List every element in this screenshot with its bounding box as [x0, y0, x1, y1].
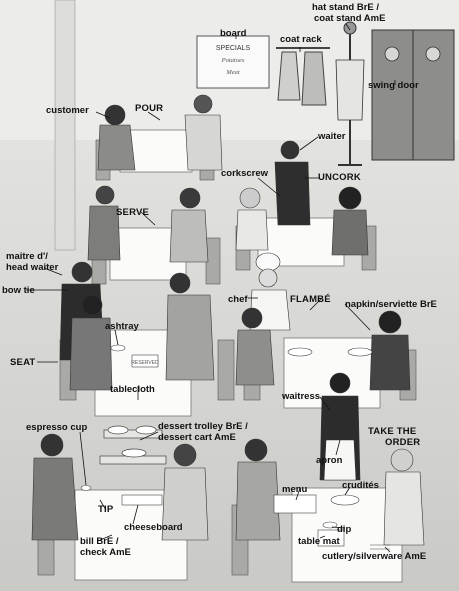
plate — [347, 347, 373, 357]
crudites-diner-figure — [383, 448, 425, 546]
menu-diner-figure — [235, 438, 281, 541]
reserved-sign — [131, 354, 159, 368]
cheeseboard-object — [121, 494, 163, 506]
label-swing-door: swing door — [368, 80, 419, 91]
label-waitress: waitress — [282, 391, 321, 402]
coat-stand — [335, 21, 365, 166]
plate — [287, 347, 313, 357]
table-items: RESERVED — [80, 344, 390, 550]
seated-woman-figure — [69, 294, 113, 391]
label-order: ORDER — [385, 437, 421, 448]
people — [31, 94, 425, 546]
label-dip: dip — [337, 524, 352, 535]
label-pour: POUR — [135, 103, 164, 114]
label-hat-stand: hat stand BrE / — [312, 2, 380, 13]
pillar — [54, 0, 76, 251]
label-flambe: FLAMBÉ — [290, 294, 331, 305]
espresso-cup-object — [80, 485, 92, 491]
standing-man-figure — [165, 272, 215, 381]
dip-bowl — [322, 521, 338, 529]
waitress-figure — [319, 372, 361, 481]
waiter-figure — [274, 140, 311, 226]
table-mat-object — [317, 529, 345, 547]
dessert-trolley — [99, 425, 167, 465]
board-line-3: Meat — [225, 69, 240, 76]
label-uncork: UNCORK — [318, 172, 361, 183]
label-menu: menu — [282, 484, 308, 495]
label-tip: TIP — [98, 504, 114, 515]
diner-figure-3 — [169, 187, 209, 263]
label-bow-tie: bow tie — [2, 285, 35, 296]
label-cutlery: cutlery/silverware AmE — [322, 551, 427, 562]
label-table-mat: table mat — [298, 536, 340, 547]
label-check: check AmE — [80, 547, 131, 558]
label-corkscrew: corkscrew — [221, 168, 269, 179]
coat-rack — [276, 47, 330, 106]
label-coat-rack: coat rack — [280, 34, 322, 45]
diner-figure-1 — [235, 187, 269, 251]
crudites-plate — [330, 494, 360, 506]
espresso-diner-figure — [31, 433, 79, 541]
board-line-1: SPECIALS — [216, 45, 251, 52]
label-cheeseboard: cheeseboard — [124, 522, 183, 533]
specials-board: SPECIALS Potatoes Meat — [196, 35, 270, 89]
reserved-sign-text: RESERVED — [131, 360, 159, 366]
label-head-waiter: head waiter — [6, 262, 59, 273]
label-board: board — [220, 28, 247, 39]
serving-waiter-figure — [87, 185, 121, 261]
label-customer: customer — [46, 105, 89, 116]
label-bill: bill BrE / — [80, 536, 119, 547]
label-maitre-d: maitre d'/ — [6, 251, 48, 262]
menu-object — [273, 494, 317, 514]
label-crudites: crudités — [342, 480, 379, 491]
label-apron: apron — [316, 455, 343, 466]
label-espresso-cup: espresso cup — [26, 422, 88, 433]
diner-figure-5 — [369, 310, 411, 391]
diner-figure-4 — [235, 307, 275, 386]
board-line-2: Potatoes — [221, 57, 245, 64]
label-dessert-cart: dessert cart AmE — [158, 432, 236, 443]
label-dessert-trolley: dessert trolley BrE / — [158, 421, 248, 432]
label-napkin: napkin/serviette BrE — [345, 299, 437, 310]
label-take-the: TAKE THE — [368, 426, 417, 437]
swing-door — [371, 29, 455, 161]
cheese-diner-figure — [161, 443, 209, 541]
label-serve: SERVE — [116, 207, 150, 218]
label-tablecloth: tablecloth — [110, 384, 155, 395]
label-coat-stand: coat stand AmE — [314, 13, 386, 24]
diner-figure-2 — [331, 186, 369, 256]
label-waiter: waiter — [318, 131, 346, 142]
leader-lines — [26, 23, 396, 553]
customer-figure — [97, 104, 136, 171]
label-chef: chef — [228, 294, 248, 305]
label-ashtray: ashtray — [105, 321, 139, 332]
ashtray — [110, 344, 126, 352]
label-seat: SEAT — [10, 357, 36, 368]
pouring-waiter-figure — [184, 94, 223, 171]
